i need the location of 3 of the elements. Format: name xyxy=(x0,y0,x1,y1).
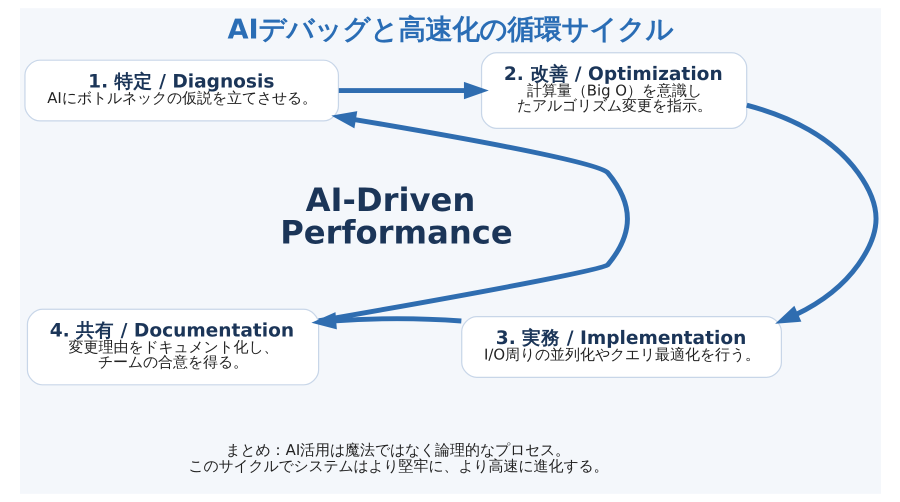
label: AI-Driven Performance xyxy=(280,181,512,252)
diagram-title: AIデバッグと高速化の循環サイクル xyxy=(226,14,674,46)
label: まとめ：AI活用は魔法ではなく論理的なプロセス。このサイクルでシステムはより堅牢に、より高速に進化する。 xyxy=(188,440,608,476)
